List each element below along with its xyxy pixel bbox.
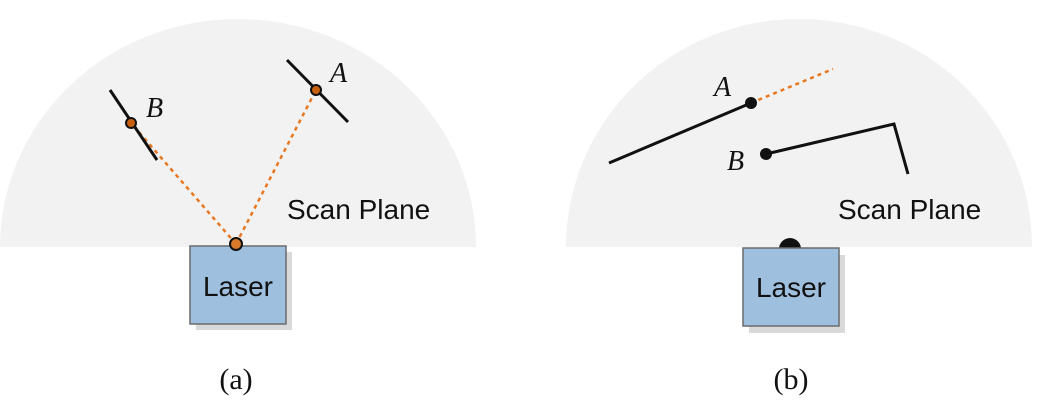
- surface-a-b: [608, 101, 752, 165]
- point-b-marker-b: [760, 148, 772, 160]
- panel-b: A B Scan Plane Laser (b): [566, 19, 1032, 396]
- caption-a: (a): [219, 363, 252, 396]
- panel-a: A B Scan Plane Laser (a): [0, 19, 476, 396]
- laser-box-a: [189, 245, 287, 325]
- scan-plane-label-b: Scan Plane: [838, 194, 981, 225]
- point-a-label: A: [328, 58, 348, 89]
- point-b-label-b: B: [727, 146, 744, 177]
- point-a-marker: [310, 84, 322, 96]
- laser-label-b: Laser: [756, 272, 826, 303]
- ray-to-a: [234, 89, 318, 245]
- laser-emitter-a: [229, 237, 243, 251]
- point-a-marker-b: [745, 97, 757, 109]
- point-b-marker: [125, 117, 137, 129]
- ray-to-b: [130, 122, 237, 245]
- scan-plane-b: [566, 19, 1032, 247]
- surface-b-b: [765, 122, 910, 175]
- scan-plane-a: [0, 19, 476, 247]
- point-a-label-b: A: [712, 72, 732, 103]
- point-b-label: B: [146, 93, 163, 124]
- laser-box-b: [742, 247, 840, 327]
- ray-continuation: [750, 67, 834, 105]
- scan-plane-label-a: Scan Plane: [287, 194, 430, 225]
- laser-label-a: Laser: [203, 271, 273, 302]
- caption-b: (b): [774, 363, 809, 396]
